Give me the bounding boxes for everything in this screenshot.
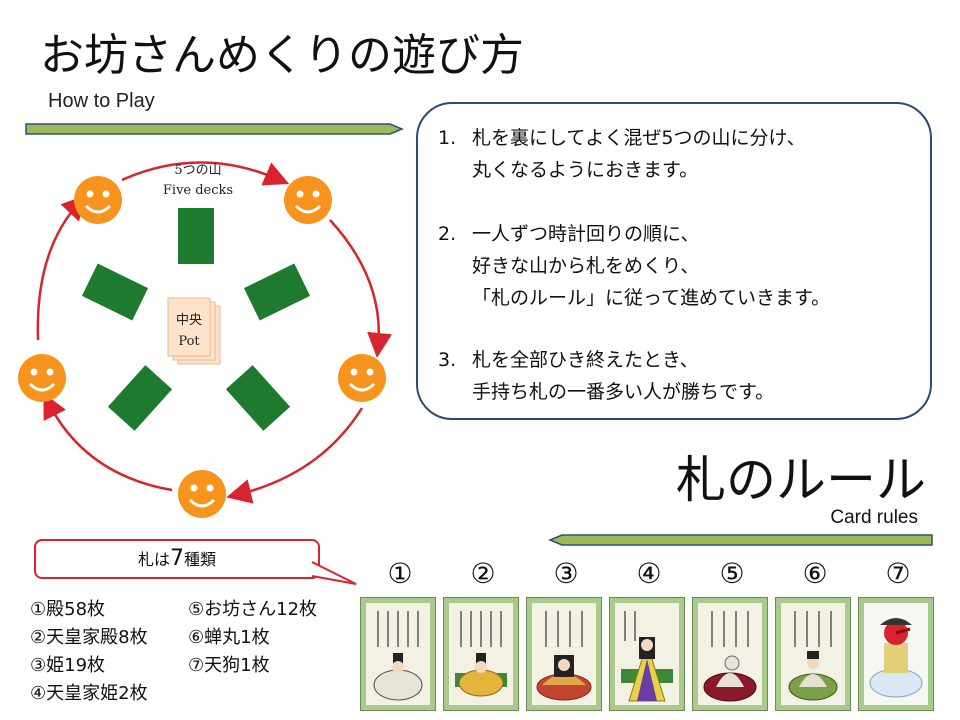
card-count-item: ⑤お坊さん12枚 <box>188 599 318 620</box>
page-subtitle: How to Play <box>48 90 155 112</box>
step-text: 丸くなるようにおきます。 <box>472 159 699 181</box>
card-number: ⑤ <box>719 557 745 590</box>
card-count-item: ④天皇家姫2枚 <box>30 683 148 704</box>
step-text: 一人ずつ時計回りの順に、 <box>472 223 700 245</box>
arrow-right-upper <box>329 219 392 358</box>
play-diagram: 中央 Pot 5つの山 Five decks <box>18 161 392 518</box>
step-text: 「札のルール」に従って進めていきます。 <box>472 287 831 309</box>
karuta-card-tengu <box>858 597 934 711</box>
card-count-item: ⑦天狗1枚 <box>188 655 270 676</box>
card-number: ④ <box>636 557 662 590</box>
kinds-suffix: 種類 <box>184 550 217 569</box>
step-3: 3. 札を全部ひき終えたとき、 手持ち札の一番多い人が勝ちです。 <box>438 344 774 408</box>
deck-card <box>178 208 214 264</box>
pot-label-jp: 中央 <box>176 313 202 328</box>
card-number: ② <box>470 557 496 590</box>
player-smiley-icon <box>338 354 386 402</box>
deck-card <box>225 365 291 431</box>
kinds-prefix: 札は <box>137 550 170 569</box>
rules-subheading: Card rules <box>830 507 918 528</box>
arrow-left-upper <box>36 194 87 341</box>
deck-card <box>243 263 311 321</box>
rules-heading: 札のルール <box>676 451 926 509</box>
step-number: 2. <box>438 223 457 245</box>
card-number: ① <box>387 557 413 590</box>
step-text: 札を全部ひき終えたとき、 <box>472 349 699 371</box>
step-text: 札を裏にしてよく混ぜ5つの山に分け、 <box>472 127 806 149</box>
karuta-card-emperor <box>443 597 519 711</box>
karuta-card-semimaru <box>775 597 851 711</box>
card-count-item: ②天皇家殿8枚 <box>30 627 148 648</box>
deck-card <box>107 365 173 431</box>
step-text: 好きな山から札をめくり、 <box>472 255 700 277</box>
arrow-top <box>121 161 290 186</box>
step-2: 2. 一人ずつ時計回りの順に、 好きな山から札をめくり、 「札のルール」に従って進… <box>438 218 830 314</box>
card-number: ⑦ <box>885 557 911 590</box>
player-smiley-icon <box>284 176 332 224</box>
kinds-callout: 札は7種類 <box>34 539 320 579</box>
card-count-item: ①殿58枚 <box>30 599 106 620</box>
karuta-card-monk <box>692 597 768 711</box>
card-count-item: ⑥蝉丸1枚 <box>188 627 270 648</box>
decks-label-jp: 5つの山 <box>174 163 221 178</box>
rules-underline-arrow <box>548 534 933 546</box>
karuta-card-empress <box>609 597 685 711</box>
card-count-item: ③姫19枚 <box>30 655 106 676</box>
step-1: 1. 札を裏にしてよく混ぜ5つの山に分け、 丸くなるようにおきます。 <box>438 122 806 186</box>
step-number: 1. <box>438 127 457 149</box>
deck-card <box>81 263 149 321</box>
player-smiley-icon <box>74 176 122 224</box>
karuta-card-hime <box>526 597 602 711</box>
step-text: 手持ち札の一番多い人が勝ちです。 <box>472 381 775 403</box>
kinds-number: 7 <box>170 546 184 571</box>
card-number: ⑥ <box>802 557 828 590</box>
arrow-right-lower <box>226 407 364 504</box>
karuta-card-tono <box>360 597 436 711</box>
decks-label-en: Five decks <box>163 183 233 198</box>
player-smiley-icon <box>178 470 226 518</box>
pot-label-en: Pot <box>178 334 200 349</box>
arrow-left-lower <box>43 393 173 492</box>
steps-box: 1. 札を裏にしてよく混ぜ5つの山に分け、 丸くなるようにおきます。 2. 一人ずつ… <box>416 102 932 420</box>
step-number: 3. <box>438 349 457 371</box>
title-underline-arrow <box>25 123 404 135</box>
player-smiley-icon <box>18 354 66 402</box>
card-number: ③ <box>553 557 579 590</box>
page-title: お坊さんめくりの遊び方 <box>40 30 524 81</box>
callout-pointer <box>311 561 357 585</box>
center-pot <box>167 297 211 357</box>
